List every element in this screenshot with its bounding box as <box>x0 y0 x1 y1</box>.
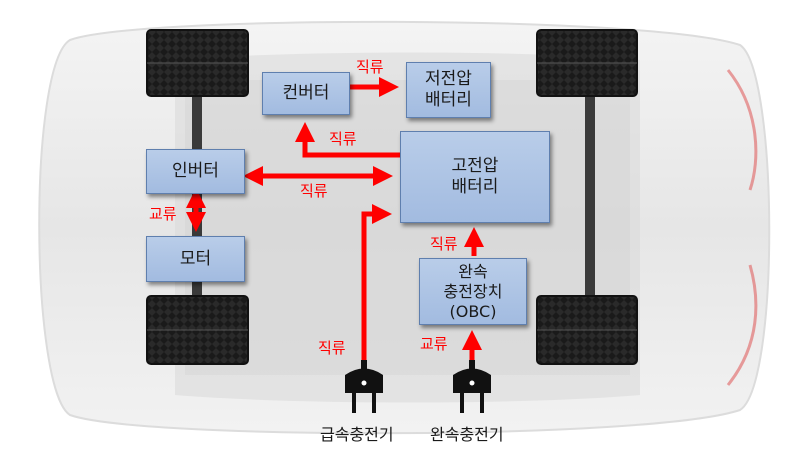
low-voltage-battery-label: 저전압 배터리 <box>425 69 472 110</box>
arrow-fast-charger-to-hv-battery <box>361 204 393 368</box>
flow-label-inverter-hv: 직류 <box>300 182 328 200</box>
motor-label: 모터 <box>179 248 212 269</box>
fast-charger-plug-icon <box>345 360 383 413</box>
flow-label-obc-to-hv: 직류 <box>430 235 458 253</box>
obc-box: 완속 충전장치 (OBC) <box>419 258 527 325</box>
flow-label-fast-charger: 직류 <box>318 339 346 357</box>
converter-box: 컨버터 <box>262 72 350 115</box>
converter-label: 컨버터 <box>282 83 330 103</box>
flow-label-inverter-motor: 교류 <box>149 205 177 223</box>
high-voltage-battery-label: 고전압 배터리 <box>451 156 499 197</box>
flow-label-converter-to-lv: 직류 <box>356 58 384 76</box>
motor-box: 모터 <box>146 236 245 282</box>
flow-label-slow-charger: 교류 <box>420 335 448 353</box>
flow-label-hv-to-converter: 직류 <box>329 130 357 148</box>
high-voltage-battery-box: 고전압 배터리 <box>400 131 550 223</box>
low-voltage-battery-box: 저전압 배터리 <box>406 62 491 118</box>
slow-charger-label: 완속충전기 <box>430 425 504 444</box>
obc-label: 완속 충전장치 (OBC) <box>443 261 503 321</box>
inverter-label: 인버터 <box>172 161 219 181</box>
slow-charger-plug-icon <box>453 360 491 413</box>
arrow-hv-to-converter <box>295 121 400 158</box>
inverter-box: 인버터 <box>146 149 245 194</box>
fast-charger-label: 급속충전기 <box>320 425 394 444</box>
rear-axle <box>585 92 595 302</box>
